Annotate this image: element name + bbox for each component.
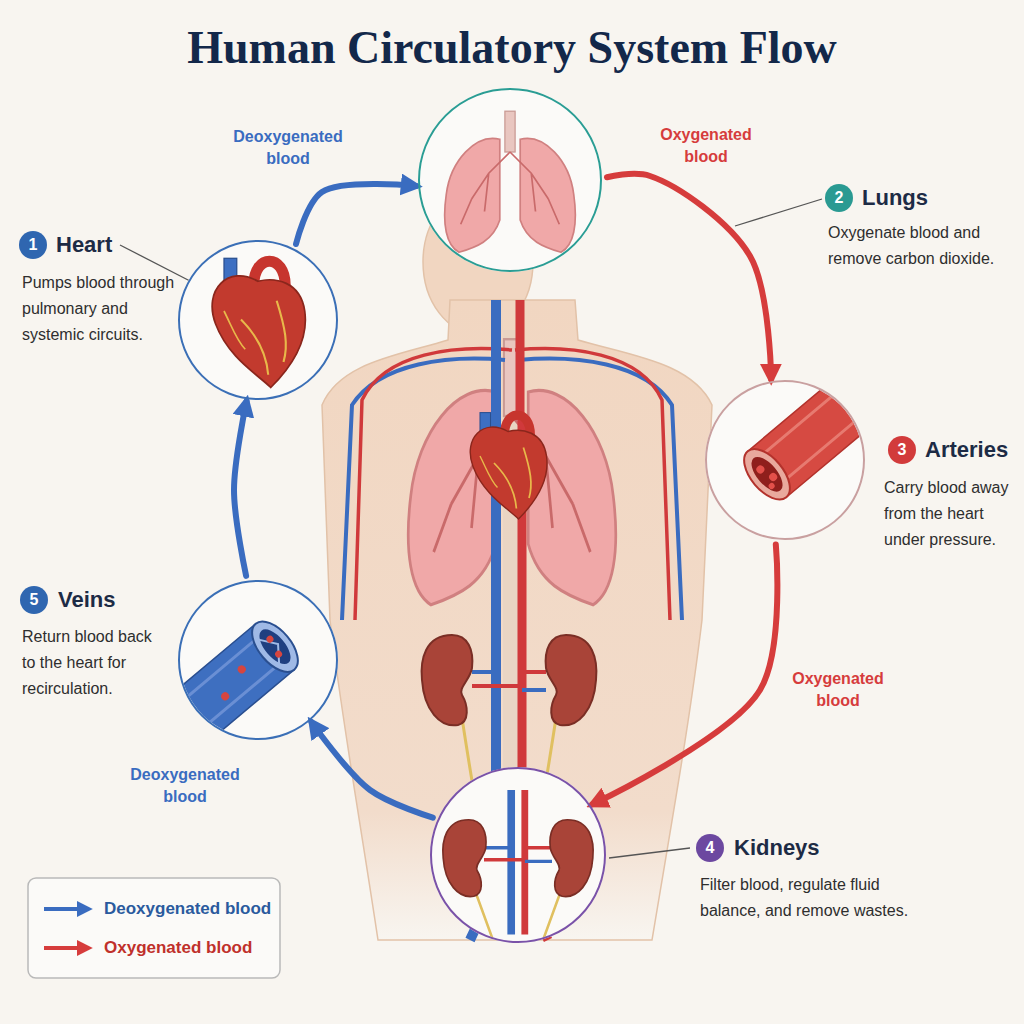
kidney xyxy=(550,820,593,897)
circle-ground xyxy=(418,88,602,272)
flow-label: Oxygenated blood xyxy=(773,668,903,712)
vein-opening xyxy=(243,613,306,680)
legend-box xyxy=(28,878,280,978)
organ-heading: Kidneys xyxy=(734,835,820,861)
vena-cava xyxy=(507,790,515,935)
circle-border xyxy=(179,581,337,739)
organ-circle: ArteriesCarry blood away from the heart … xyxy=(705,380,865,540)
heart xyxy=(470,413,547,519)
legend-sample xyxy=(44,946,88,950)
vein-icon xyxy=(164,613,307,746)
renal-artery xyxy=(484,848,552,860)
blood-cell xyxy=(220,691,231,702)
legend-sample xyxy=(44,907,88,911)
artery-opening xyxy=(735,441,798,508)
flow-arrow xyxy=(234,401,247,576)
organ-circle: LungsOxygenate blood and remove carbon d… xyxy=(418,88,602,272)
circle-border xyxy=(706,381,864,539)
circle-outline xyxy=(178,240,338,400)
circle-outline xyxy=(178,580,338,740)
flow-label: Oxygenated blood xyxy=(641,124,771,168)
kidney xyxy=(443,820,486,897)
vein-valve xyxy=(259,632,289,664)
lungs xyxy=(445,111,576,252)
organ-description: Return blood back to the heart for recir… xyxy=(22,624,162,702)
flow-arrow xyxy=(607,174,771,379)
flow-arrow xyxy=(592,545,777,805)
callout-number: 1 xyxy=(19,231,47,259)
renal-vein xyxy=(472,672,546,690)
flow-label: Deoxygenated blood xyxy=(223,126,353,170)
callout-number: 4 xyxy=(696,834,724,862)
renal-vein xyxy=(484,848,552,862)
kidneys-icon xyxy=(443,790,593,939)
organ-heading: Arteries xyxy=(925,437,1008,463)
vein-tube xyxy=(164,613,307,746)
circle-border xyxy=(179,241,337,399)
ureter xyxy=(476,892,561,939)
organ-circle: HeartPumps blood through pulmonary and s… xyxy=(178,240,338,400)
kidney-pair xyxy=(443,790,593,939)
lungs-icon xyxy=(445,111,576,252)
circle-outline xyxy=(705,380,865,540)
vein-lumen xyxy=(254,624,296,669)
heart xyxy=(212,258,305,387)
lungs xyxy=(408,339,616,605)
legend-text: Oxygenated blood xyxy=(104,937,252,959)
circle-grounds xyxy=(178,88,865,943)
organ-heading: Lungs xyxy=(862,185,928,211)
flow-arrow xyxy=(312,722,433,817)
kidney xyxy=(422,635,473,725)
artery-icon xyxy=(735,374,878,507)
organ-description: Filter blood, regulate fluid balance, an… xyxy=(700,872,915,924)
circle-ground xyxy=(178,240,338,400)
leader-lines xyxy=(120,199,822,858)
legend-frame xyxy=(28,878,280,978)
heart-icon xyxy=(212,258,305,387)
renal-artery xyxy=(472,672,546,686)
circle-border xyxy=(431,768,605,942)
circle-outline xyxy=(430,767,606,943)
organ-description: Carry blood away from the heart under pr… xyxy=(884,475,1018,553)
blood-cell xyxy=(274,649,284,659)
callout-number: 5 xyxy=(20,586,48,614)
vein xyxy=(518,359,682,620)
artery-lumen xyxy=(746,452,788,497)
artery-tube xyxy=(735,374,878,507)
vein xyxy=(342,359,505,620)
blood-cell xyxy=(768,471,779,482)
leader-line xyxy=(735,199,822,226)
organ-heading: Veins xyxy=(58,587,115,613)
blood-cell xyxy=(236,664,247,675)
blood-cell xyxy=(755,464,766,475)
organ-description: Oxygenate blood and remove carbon dioxid… xyxy=(828,220,1013,272)
callout-number: 3 xyxy=(888,436,916,464)
blood-cell xyxy=(265,634,275,644)
circle-outline xyxy=(418,88,602,272)
circle-ground xyxy=(430,767,606,943)
diagram-title: Human Circulatory System Flow xyxy=(0,20,1024,76)
organ-circle: VeinsReturn blood back to the heart for … xyxy=(178,580,338,740)
organ-circle: KidneysFilter blood, regulate fluid bala… xyxy=(430,767,606,943)
callout-number: 2 xyxy=(825,184,853,212)
organ-heading: Heart xyxy=(56,232,112,258)
circle-border xyxy=(419,89,601,271)
leader-line xyxy=(609,848,690,858)
flow-arrow xyxy=(296,184,416,244)
flow-label: Deoxygenated blood xyxy=(120,764,250,808)
kidney xyxy=(546,635,597,725)
legend-text: Deoxygenated blood xyxy=(104,898,271,920)
organ-description: Pumps blood through pulmonary and system… xyxy=(22,270,182,348)
blood-cell xyxy=(767,482,775,490)
